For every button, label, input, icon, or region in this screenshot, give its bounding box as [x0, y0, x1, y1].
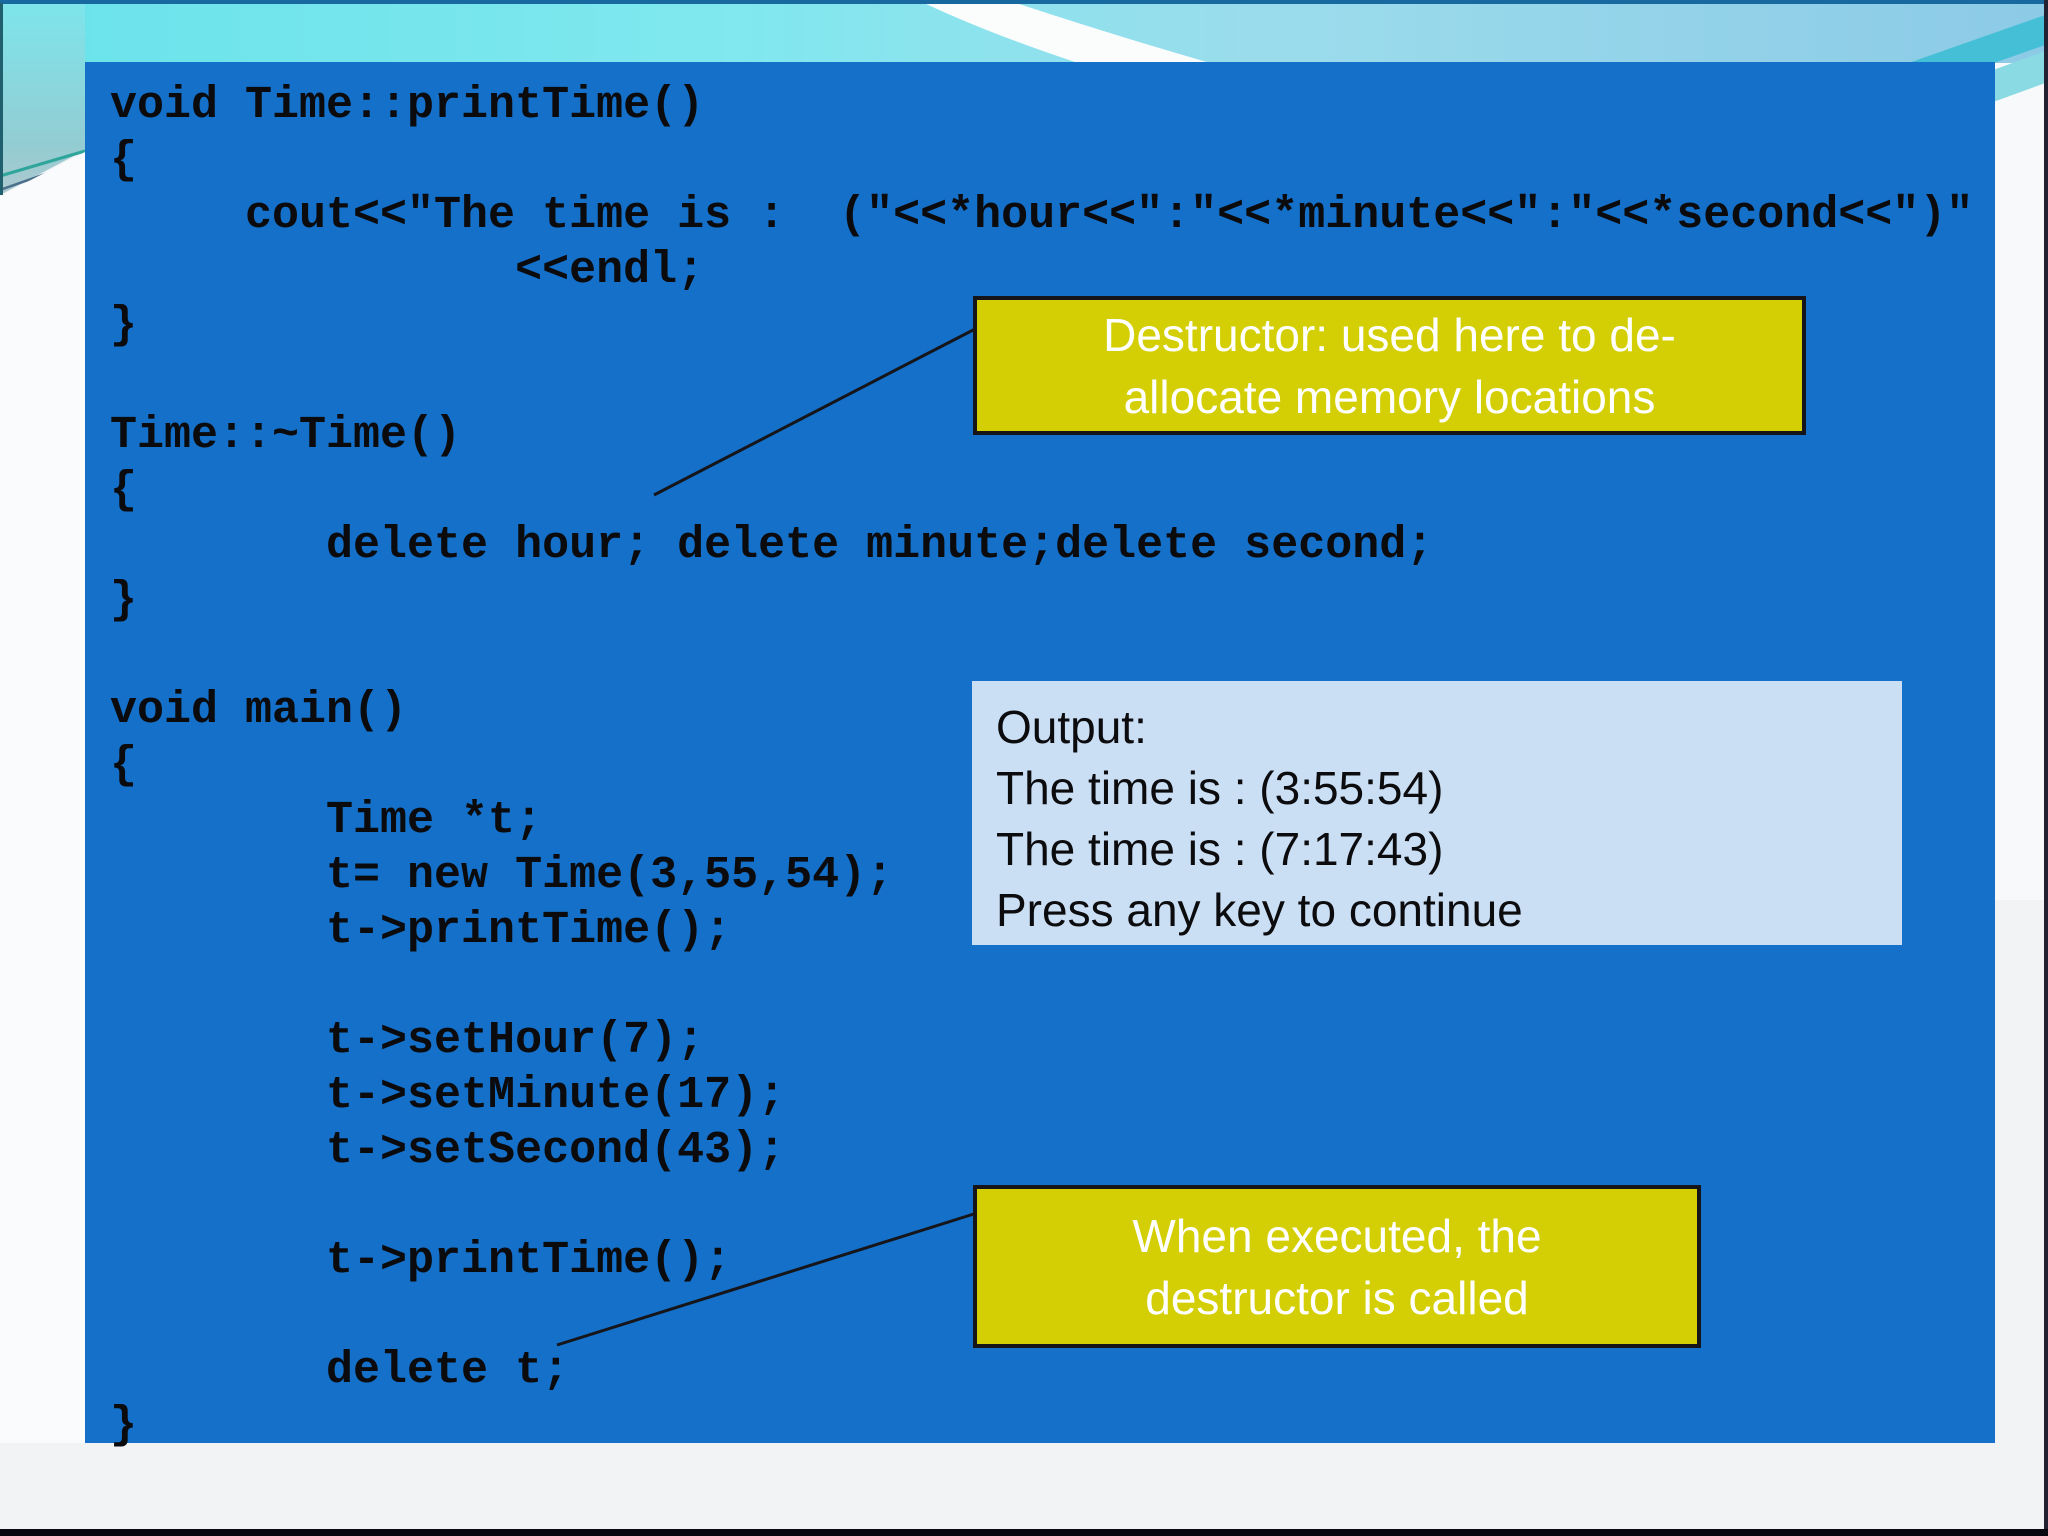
right-edge-strip — [2044, 0, 2048, 1536]
code-line: } — [110, 575, 138, 626]
callout-executed: When executed, the destructor is called — [973, 1185, 1701, 1348]
callout-destructor-line: allocate memory locations — [1123, 370, 1656, 423]
code-line: t->setSecond(43); — [110, 1125, 786, 1176]
code-line: <<endl; — [110, 245, 705, 296]
bottom-edge-strip — [0, 1529, 2048, 1536]
output-line: The time is : (3:55:54) — [996, 762, 1444, 814]
callout-destructor-line: Destructor: used here to de- — [1103, 308, 1676, 361]
left-margin-decoration — [0, 3, 85, 195]
code-line: delete hour; delete minute;delete second… — [110, 520, 1434, 571]
right-margin — [1990, 0, 2048, 900]
code-line: Time::~Time() — [110, 410, 462, 461]
code-line — [110, 628, 1973, 683]
code-line: t->printTime(); — [110, 905, 732, 956]
code-line — [110, 958, 1973, 1013]
code-line: t->setMinute(17); — [110, 1070, 786, 1121]
code-line: delete t; — [110, 1345, 570, 1396]
callout-destructor: Destructor: used here to de-allocate mem… — [973, 296, 1806, 435]
code-line: { — [110, 740, 138, 791]
code-line: t= new Time(3,55,54); — [110, 850, 894, 901]
code-block: void Time::printTime(){ cout<<"The time … — [110, 78, 1973, 1453]
code-line: } — [110, 1400, 138, 1451]
output-line: The time is : (7:17:43) — [996, 823, 1444, 875]
white-swoosh — [924, 3, 1210, 63]
callout-executed-line: When executed, the — [1132, 1209, 1542, 1262]
code-line: } — [110, 300, 138, 351]
code-line: void Time::printTime() — [110, 80, 705, 131]
left-margin-line-green — [0, 149, 86, 178]
code-line: t->setHour(7); — [110, 1015, 705, 1066]
code-line: { — [110, 465, 138, 516]
top-edge-strip — [0, 0, 2048, 4]
callout-executed-line: destructor is called — [1145, 1271, 1529, 1324]
output-line: Press any key to continue — [996, 884, 1523, 936]
code-line: cout<<"The time is : ("<<*hour<<":"<<*mi… — [110, 190, 1974, 241]
left-edge-strip — [0, 3, 3, 195]
output-line: Output: — [996, 701, 1147, 753]
left-margin-white — [0, 152, 85, 1443]
code-line: Time *t; — [110, 795, 543, 846]
code-line: { — [110, 135, 138, 186]
output-box: Output: The time is : (3:55:54) The time i… — [972, 681, 1902, 945]
code-line: void main() — [110, 685, 408, 736]
